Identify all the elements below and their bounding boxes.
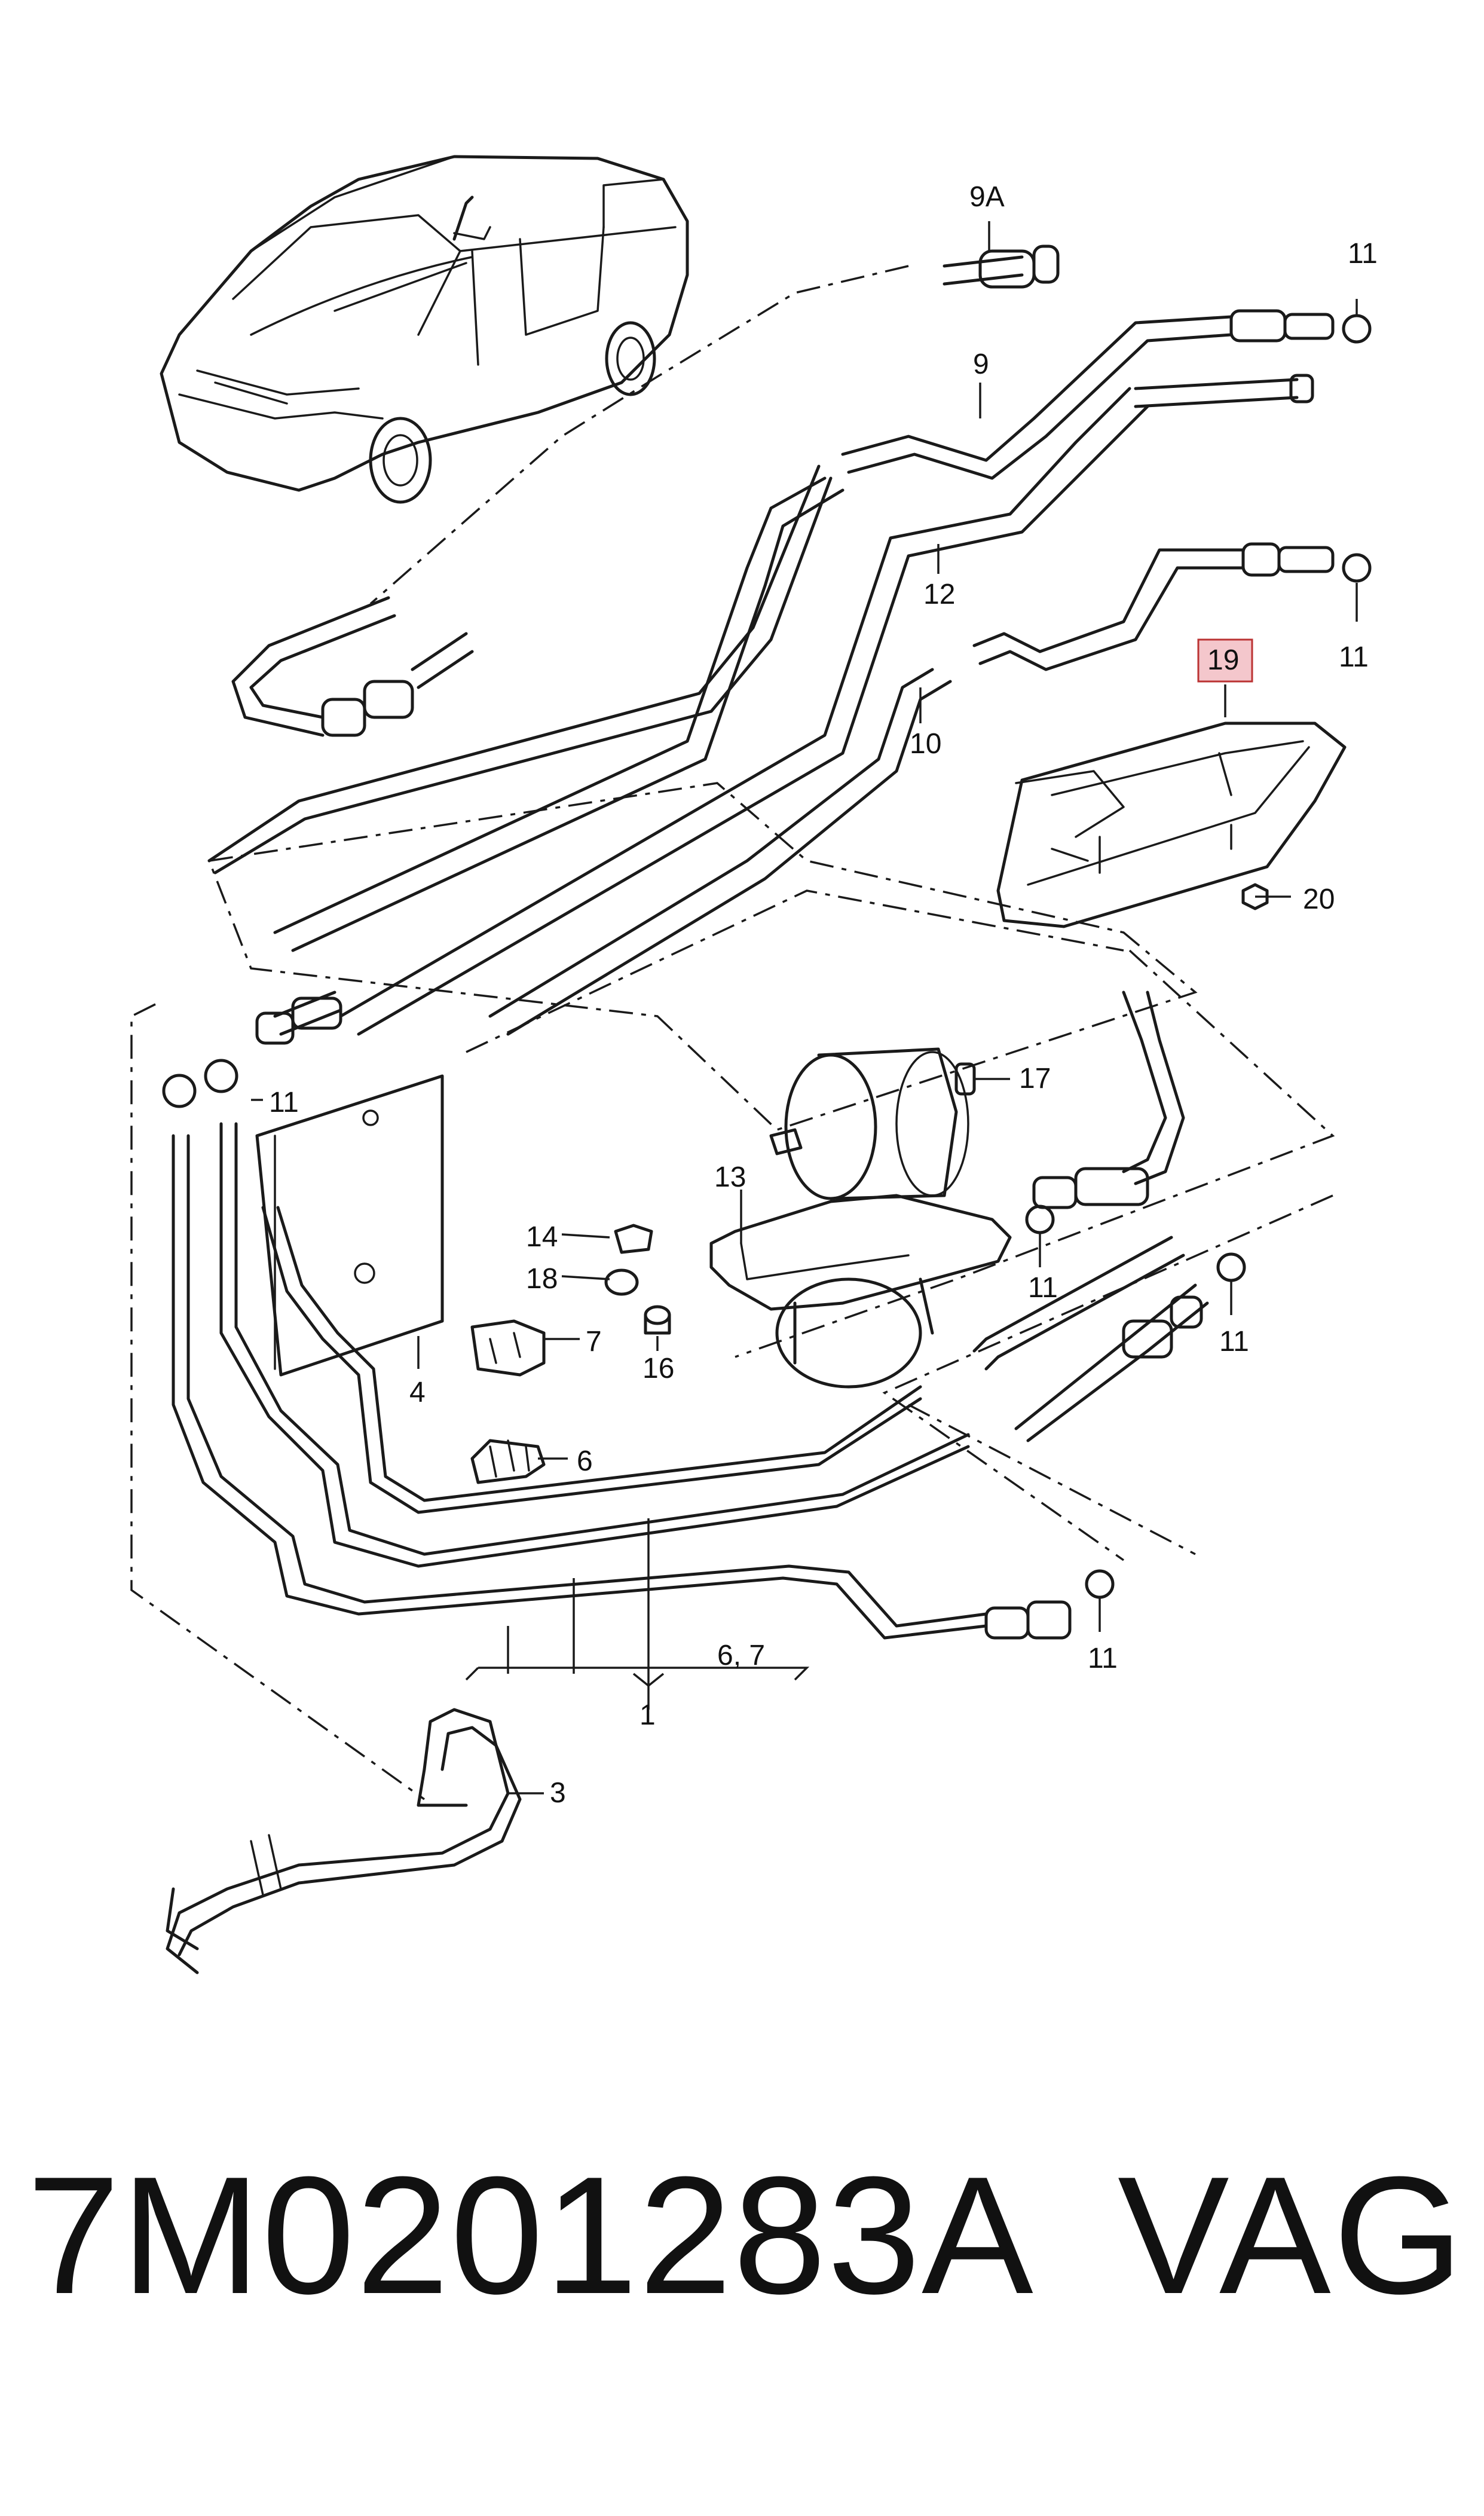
assembly-guide-lines xyxy=(130,265,1335,1800)
callout-9A: 9A xyxy=(969,181,1005,213)
clamp-11-bottom xyxy=(1085,1569,1115,1599)
fuel-filter-assembly xyxy=(709,1047,1012,1389)
callout-1: 1 xyxy=(640,1699,656,1731)
callout-11-top: 11 xyxy=(1348,238,1378,270)
callout-11-right: 11 xyxy=(1219,1326,1249,1358)
clamp-11-left-b xyxy=(204,1059,238,1093)
clamp-11-mid xyxy=(1342,553,1372,583)
part-number: 7M0201283A xyxy=(27,2142,1035,2329)
callout-20: 20 xyxy=(1303,883,1335,915)
callout-labels: 9A 11 9 12 11 19 10 20 11 17 13 14 18 11… xyxy=(269,181,1378,1809)
callout-17: 17 xyxy=(1019,1063,1051,1095)
highlight-box-19 xyxy=(1197,638,1253,683)
callout-16: 16 xyxy=(642,1353,674,1384)
callout-11-bottom: 11 xyxy=(1088,1643,1118,1674)
clip-7 xyxy=(470,1319,546,1377)
fuel-line-diagram: 9A 11 9 12 11 19 10 20 11 17 13 14 18 11… xyxy=(130,155,1378,1974)
callout-12: 12 xyxy=(923,579,955,610)
fuel-lines xyxy=(172,244,1335,1640)
return-pipe-3 xyxy=(166,1708,522,1974)
clamp-11-right xyxy=(1216,1252,1246,1282)
callout-6-7: 6, 7 xyxy=(717,1640,765,1671)
plate-4 xyxy=(255,1074,444,1377)
callout-14: 14 xyxy=(526,1221,558,1253)
nut-18 xyxy=(604,1268,639,1296)
leader-lines xyxy=(251,221,1358,1794)
callout-11-mid: 11 xyxy=(1339,641,1369,673)
callout-13: 13 xyxy=(714,1161,746,1193)
hose-clamps xyxy=(162,314,1372,1599)
clip-14 xyxy=(614,1224,653,1254)
clip-6 xyxy=(470,1439,546,1484)
clamp-11-filter xyxy=(1025,1204,1055,1234)
callout-19: 19 xyxy=(1207,644,1239,676)
clamp-11-left-a xyxy=(162,1074,197,1108)
callout-7: 7 xyxy=(586,1326,602,1358)
brand-label: VAG xyxy=(1118,2142,1466,2329)
clamp-11-top xyxy=(1342,314,1372,344)
callout-11-filter: 11 xyxy=(1028,1272,1058,1304)
callout-6: 6 xyxy=(577,1445,593,1477)
small-parts xyxy=(470,1224,671,1484)
callout-18: 18 xyxy=(526,1263,558,1295)
heat-shield-19 xyxy=(996,722,1347,928)
vehicle-illustration xyxy=(160,155,689,504)
callout-10: 10 xyxy=(910,728,941,760)
callout-4: 4 xyxy=(409,1377,426,1408)
callout-11-left: 11 xyxy=(269,1087,299,1118)
callout-9: 9 xyxy=(973,348,989,380)
callout-3: 3 xyxy=(550,1777,566,1809)
bushing-16 xyxy=(644,1305,671,1325)
